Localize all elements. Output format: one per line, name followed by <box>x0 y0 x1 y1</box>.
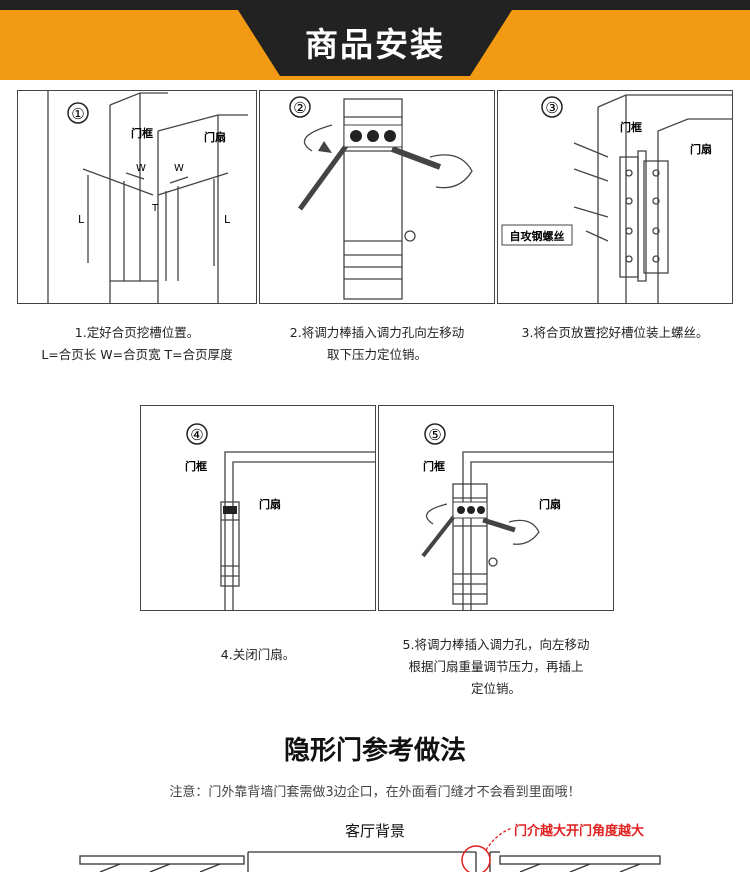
step-5-caption-line-3: 定位销。 <box>470 681 521 696</box>
step-3-screw-label: 自攻钢螺丝 <box>510 229 565 243</box>
step-5-panel: ⑤ 门框 门扇 <box>378 405 614 611</box>
step-5-number: ⑤ <box>428 426 441 444</box>
step-1-panel: ① 门框 门扇 W W T L L <box>17 90 257 304</box>
section-2-note: 注意：门外靠背墙门套需做3边企口，在外面看门缝才不会看到里面哦！ <box>169 785 581 800</box>
step-2-caption-line-1: 2.将调力棒插入调力孔向左移动 <box>289 325 465 340</box>
step-3-frame-label: 门框 <box>620 120 642 134</box>
step-1-t-label: T <box>151 203 159 214</box>
banner-title-plate <box>238 10 512 76</box>
step-4-caption: 4.关闭门扇。 <box>140 644 376 666</box>
hidden-door-diagram <box>79 827 661 872</box>
step-4-panel: ④ 门框 门扇 <box>140 405 376 611</box>
banner-top-strip <box>0 0 750 10</box>
step-2-diagram: ② <box>289 96 473 300</box>
step-2-caption: 2.将调力棒插入调力孔向左移动 取下压力定位销。 <box>259 322 495 366</box>
step-1-frame-label: 门框 <box>131 126 153 140</box>
step-4-frame-label: 门框 <box>185 459 207 473</box>
step-1-caption-line-2: L=合页长 W=合页宽 T=合页厚度 <box>41 347 233 362</box>
step-1-w1-label: W <box>136 163 146 174</box>
step-5-frame-label: 门框 <box>423 459 445 473</box>
callout-label: 门介越大开门角度越大 <box>514 824 645 839</box>
step-1-number: ① <box>71 105 84 123</box>
step-5-leaf-label: 门扇 <box>539 497 561 511</box>
step-1-diagram: ① 门框 门扇 W W T L L <box>47 91 248 303</box>
step-2-number: ② <box>293 99 306 117</box>
step-4-number: ④ <box>190 426 203 444</box>
step-5-caption-line-1: 5.将调力棒插入调力孔，向左移动 <box>402 637 590 652</box>
step-1-leaf-label: 门扇 <box>204 130 226 144</box>
step-3-caption: 3.将合页放置挖好槽位装上螺丝。 <box>497 322 733 344</box>
diagram-label: 客厅背景 <box>344 822 405 840</box>
step-3-number: ③ <box>545 99 558 117</box>
step-1-caption-line-1: 1.定好合页挖槽位置。 <box>74 325 200 340</box>
step-4-leaf-label: 门扇 <box>259 497 281 511</box>
step-3-panel: ③ 门框 门扇 自攻钢螺丝 <box>497 90 733 304</box>
step-4-diagram: ④ 门框 门扇 <box>185 423 375 610</box>
step-3-leaf-label: 门扇 <box>690 142 712 156</box>
step-1-l1-label: L <box>78 213 85 226</box>
step-5-caption-line-2: 根据门扇重量调节压力，再插上 <box>408 659 584 674</box>
step-2-caption-line-2: 取下压力定位销。 <box>326 347 427 362</box>
step-1-w2-label: W <box>174 163 184 174</box>
step-1-l2-label: L <box>224 213 231 226</box>
step-5-caption: 5.将调力棒插入调力孔，向左移动 根据门扇重量调节压力，再插上 定位销。 <box>378 634 614 700</box>
step-3-caption-line-1: 3.将合页放置挖好槽位装上螺丝。 <box>521 325 709 340</box>
step-4-caption-line-1: 4.关闭门扇。 <box>220 647 296 662</box>
step-5-diagram: ⑤ 门框 门扇 <box>421 423 613 610</box>
step-2-panel: ② <box>259 90 495 304</box>
step-1-caption: 1.定好合页挖槽位置。 L=合页长 W=合页宽 T=合页厚度 <box>17 322 257 366</box>
section-2-title: 隐形门参考做法 <box>283 736 466 766</box>
step-3-diagram: ③ 门框 门扇 自攻钢螺丝 <box>501 94 732 303</box>
page-title: 商品安装 <box>305 25 445 64</box>
